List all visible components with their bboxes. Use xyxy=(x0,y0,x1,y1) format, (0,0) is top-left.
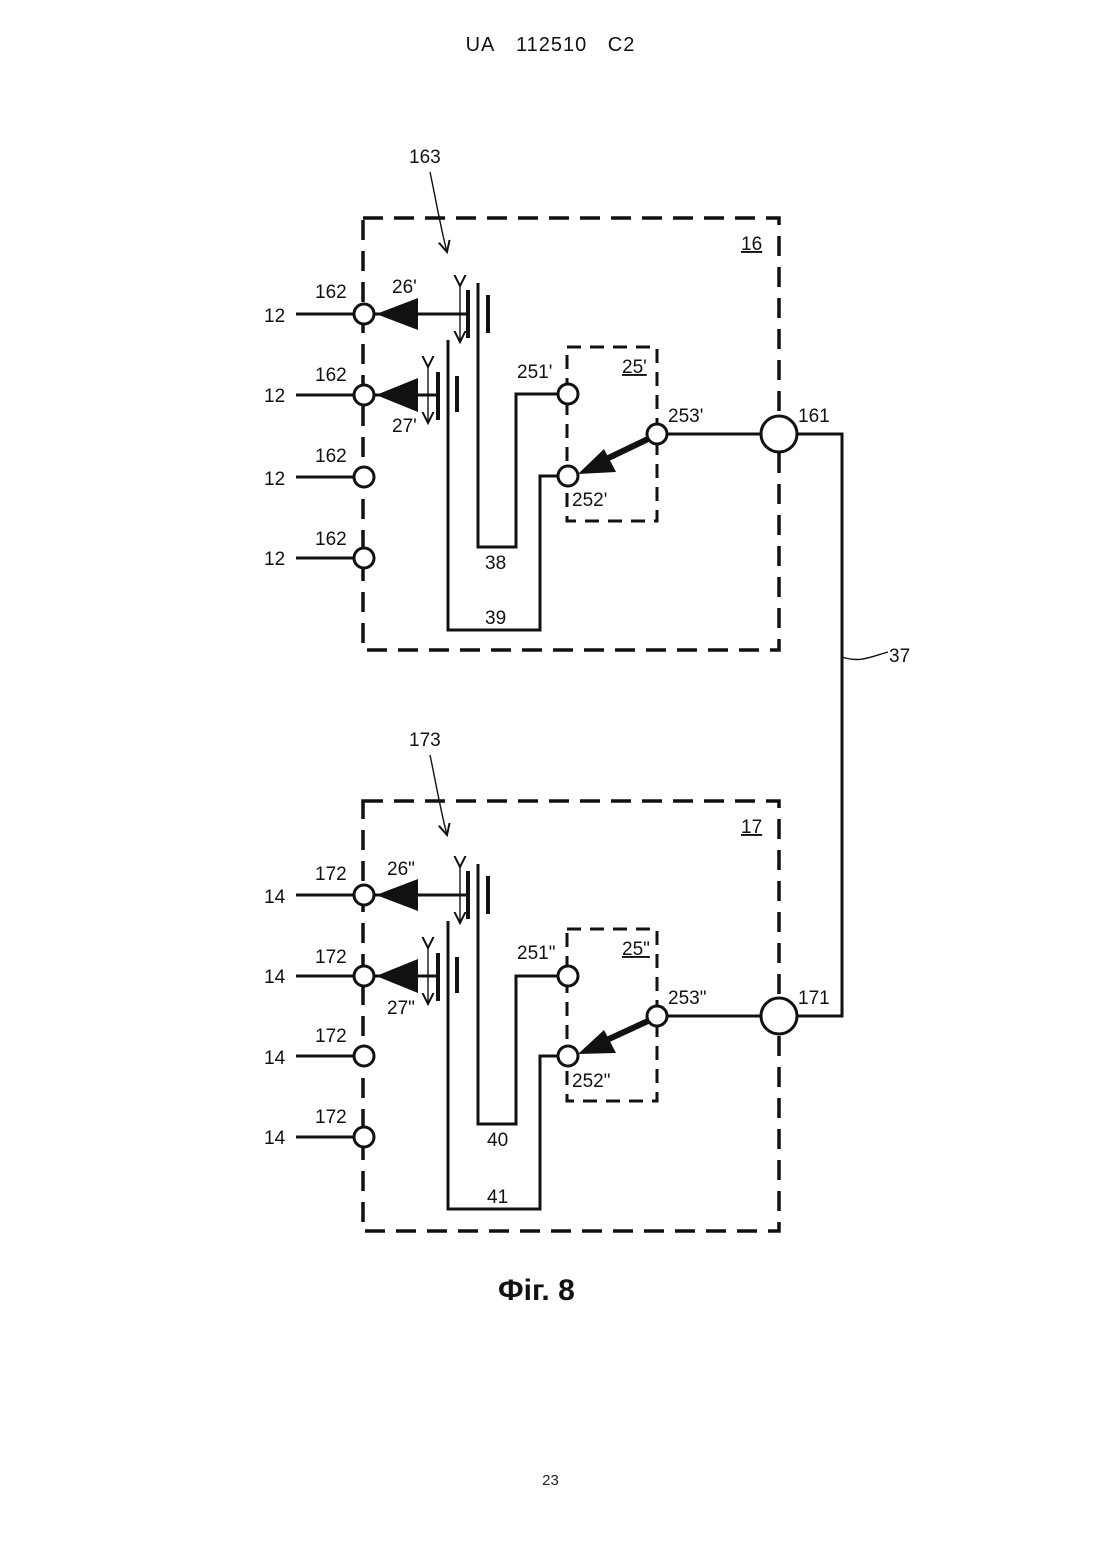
port-161-label: 161 xyxy=(798,406,830,427)
loop-38-label: 38 xyxy=(485,553,506,574)
switch-26-arrowhead xyxy=(376,879,418,911)
loop-41-label: 41 xyxy=(487,1187,508,1208)
port-171 xyxy=(761,998,797,1034)
terminal-label-172: 172 xyxy=(315,864,347,885)
contact-253 xyxy=(647,424,667,444)
input-label-12: 12 xyxy=(264,386,285,407)
terminal-162 xyxy=(354,467,374,487)
loop-40-label: 40 xyxy=(487,1130,508,1151)
unit-17: 17 173 14 14 14 14 172 172 172 172 26" 2… xyxy=(264,730,830,1231)
contact-253-label: 253' xyxy=(668,406,703,427)
terminal-label-172: 172 xyxy=(315,1026,347,1047)
link-37-label: 37 xyxy=(889,646,910,667)
selector-25-label: 25' xyxy=(622,357,647,378)
terminal-172 xyxy=(354,1127,374,1147)
ref-163: 163 xyxy=(409,147,441,168)
terminal-label-162: 162 xyxy=(315,446,347,467)
unit-17-label: 17 xyxy=(741,817,762,838)
switch-27-arrowhead xyxy=(376,378,418,412)
input-label-12: 12 xyxy=(264,469,285,490)
input-label-12: 12 xyxy=(264,549,285,570)
contact-252-label: 252" xyxy=(572,1071,610,1092)
terminal-label-162: 162 xyxy=(315,282,347,303)
switch-26-label: 26' xyxy=(392,277,417,298)
terminal-172 xyxy=(354,1046,374,1066)
contact-252 xyxy=(558,1046,578,1066)
input-label-14: 14 xyxy=(264,967,286,988)
terminal-162 xyxy=(354,385,374,405)
contact-251 xyxy=(558,966,578,986)
contact-252 xyxy=(558,466,578,486)
contact-253 xyxy=(647,1006,667,1026)
contact-251-label: 251" xyxy=(517,943,555,964)
contact-252-label: 252' xyxy=(572,490,607,511)
terminal-label-162: 162 xyxy=(315,365,347,386)
input-label-12: 12 xyxy=(264,306,285,327)
switch-27-label: 27" xyxy=(387,998,415,1019)
contact-253-label: 253" xyxy=(668,988,706,1009)
port-161 xyxy=(761,416,797,452)
figure-caption: Фiг. 8 xyxy=(498,1274,575,1307)
terminal-162 xyxy=(354,304,374,324)
terminal-label-172: 172 xyxy=(315,947,347,968)
terminal-label-162: 162 xyxy=(315,529,347,550)
selector-25-label: 25" xyxy=(622,939,650,960)
ref-173: 173 xyxy=(409,730,441,751)
ref-173-leader xyxy=(430,755,447,835)
unit-16-label: 16 xyxy=(741,234,762,255)
selector-25-arrowhead xyxy=(578,1030,616,1054)
selector-25-arrowhead xyxy=(578,449,616,474)
ref-163-leader xyxy=(430,172,447,252)
terminal-label-172: 172 xyxy=(315,1107,347,1128)
link-37-leader xyxy=(842,652,888,660)
input-label-14: 14 xyxy=(264,1048,286,1069)
input-label-14: 14 xyxy=(264,887,286,908)
switch-26-arrowhead xyxy=(376,298,418,330)
contact-251-label: 251' xyxy=(517,362,552,383)
contact-251 xyxy=(558,384,578,404)
page-number: 23 xyxy=(0,1472,1101,1489)
link-37 xyxy=(797,434,842,1016)
terminal-162 xyxy=(354,548,374,568)
unit-16: 16 163 12 12 12 12 162 162 162 162 26' xyxy=(264,147,830,650)
terminal-172 xyxy=(354,966,374,986)
loop-41 xyxy=(448,921,558,1209)
switch-27-arrowhead xyxy=(376,959,418,993)
switch-26-label: 26" xyxy=(387,859,415,880)
loop-39-label: 39 xyxy=(485,608,506,629)
switch-27-label: 27' xyxy=(392,416,417,437)
terminal-172 xyxy=(354,885,374,905)
loop-39 xyxy=(448,340,558,630)
port-171-label: 171 xyxy=(798,988,830,1009)
input-label-14: 14 xyxy=(264,1128,286,1149)
